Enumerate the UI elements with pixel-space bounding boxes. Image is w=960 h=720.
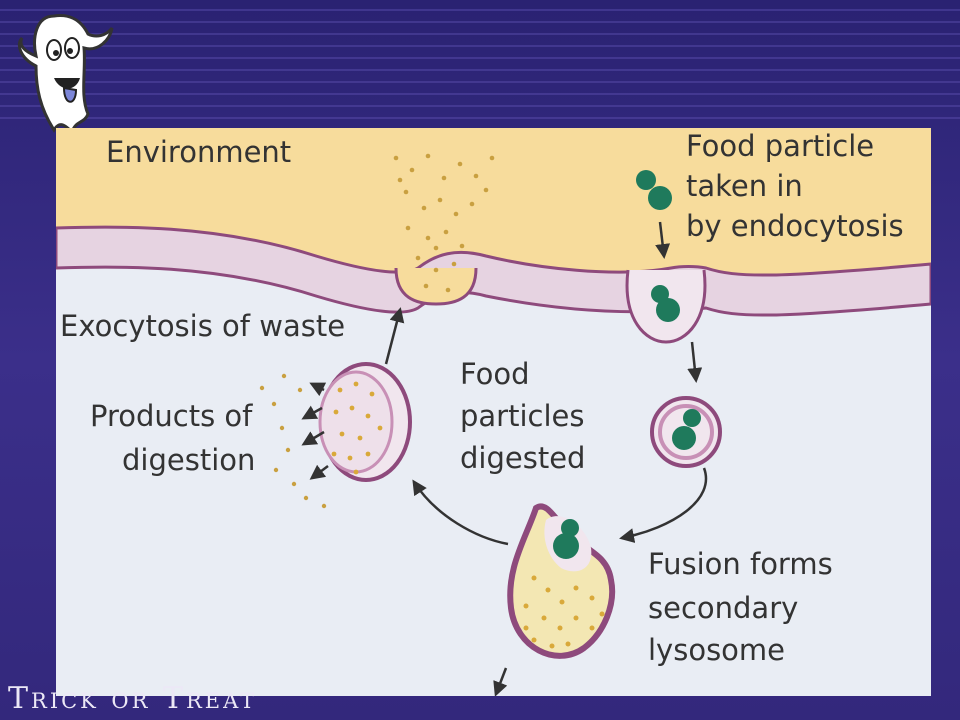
label-food-particle-1: Food particle [686,129,875,163]
environment-region [56,128,931,276]
label-food-digested-3: digested [460,441,586,475]
exocytosis-vesicle [394,267,478,306]
food-particle-fusing [553,519,579,559]
ghost-icon [17,14,114,135]
digestion-product-dots [259,373,327,509]
label-food-particle-2: taken in [686,169,803,203]
label-food-digested-1: Food [460,357,530,391]
label-fusion-1: Fusion forms [648,547,833,581]
label-products-2: digestion [122,443,256,477]
endocytosis-diagram: Environment Food particle taken in by en… [56,128,931,696]
arrows [301,221,708,696]
waste-dots [393,153,495,293]
label-fusion-2: secondary [648,591,799,625]
stripe-pattern [0,9,960,119]
footer-title: Trick or Treat [8,681,258,716]
food-particle-in-vesicle [672,409,701,450]
label-exocytosis: Exocytosis of waste [60,309,346,343]
label-environment: Environment [106,135,292,169]
label-fusion-3: lysosome [648,633,786,667]
enzyme-dots [523,575,605,649]
digestion-dots [331,381,383,475]
food-particle-in-pocket [651,285,680,322]
label-food-digested-2: particles [460,399,585,433]
diagram-artwork [56,128,931,696]
label-products-1: Products of [90,399,253,433]
label-food-particle-3: by endocytosis [686,209,904,243]
food-particle-incoming [636,170,672,210]
